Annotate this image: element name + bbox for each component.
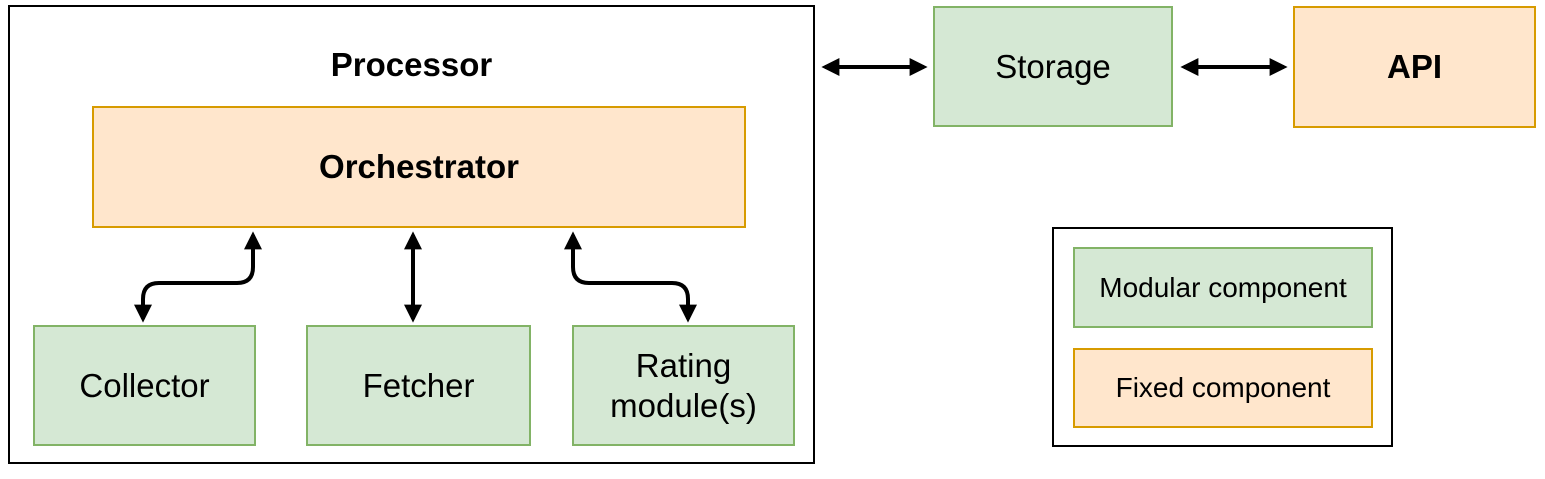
legend-item-fixed: Fixed component bbox=[1073, 348, 1373, 428]
processor-label: Processor bbox=[330, 46, 493, 83]
legend-modular-label: Modular component bbox=[1099, 271, 1347, 303]
collector-node: Collector bbox=[33, 325, 256, 446]
legend: Modular component Fixed component bbox=[1052, 227, 1393, 447]
legend-fixed-label: Fixed component bbox=[1115, 372, 1331, 404]
collector-label: Collector bbox=[79, 366, 210, 404]
storage-label: Storage bbox=[995, 47, 1111, 85]
fetcher-label: Fetcher bbox=[362, 366, 475, 404]
api-label: API bbox=[1386, 48, 1442, 86]
legend-item-modular: Modular component bbox=[1073, 247, 1373, 328]
rating-module-label: Rating module(s) bbox=[610, 346, 757, 424]
orchestrator-node: Orchestrator bbox=[92, 106, 746, 228]
storage-node: Storage bbox=[933, 6, 1173, 127]
fetcher-node: Fetcher bbox=[306, 325, 531, 446]
rating-module-node: Rating module(s) bbox=[572, 325, 795, 446]
orchestrator-label: Orchestrator bbox=[319, 148, 519, 186]
processor-container: Processor Orchestrator Collector Fetcher… bbox=[8, 5, 815, 464]
api-node: API bbox=[1293, 6, 1536, 128]
